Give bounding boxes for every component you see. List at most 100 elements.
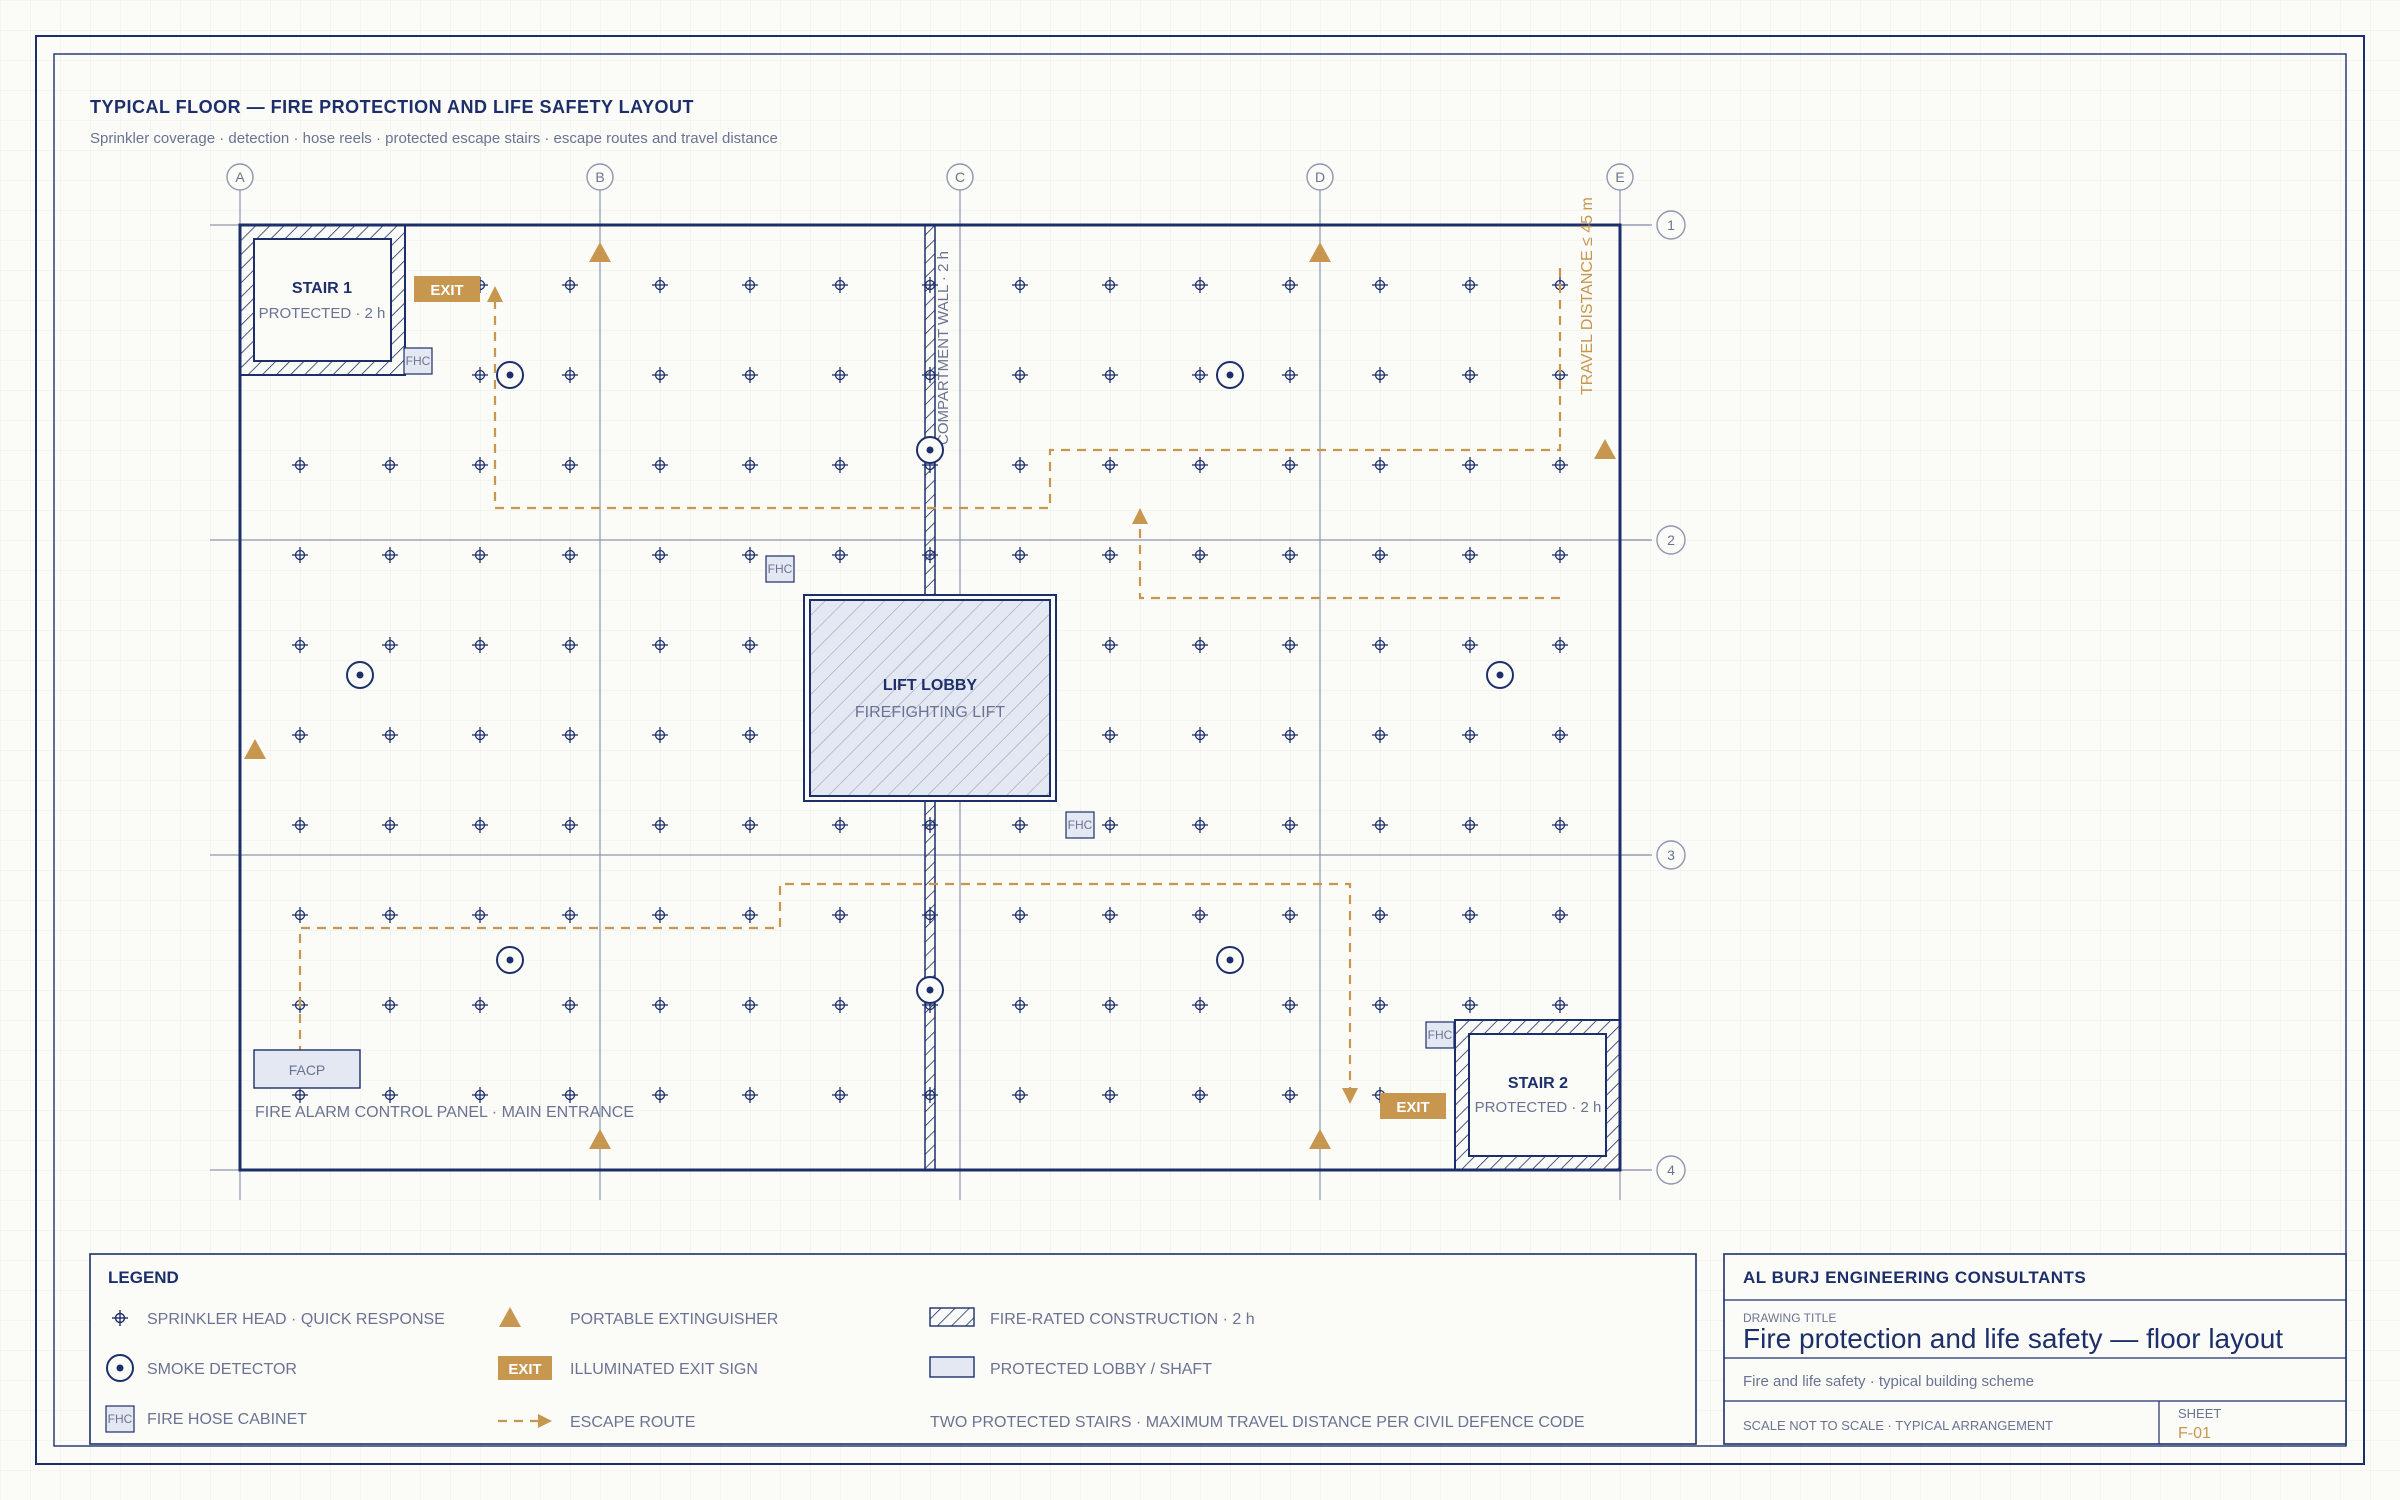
- sprinkler-head-icon: [1282, 907, 1298, 923]
- sheet-number: F-01: [2178, 1425, 2211, 1442]
- escape-routes: [298, 268, 1562, 1092]
- sprinkler-head-icon: [1102, 367, 1118, 383]
- sprinkler-head-icon: [1192, 907, 1208, 923]
- fhc-label: FHC: [1428, 1028, 1453, 1042]
- sprinkler-head-icon: [292, 907, 308, 923]
- stair-2-name: STAIR 2: [1508, 1075, 1568, 1092]
- legend-fhc-icon: FHC: [105, 1405, 135, 1433]
- sprinkler-head-icon: [382, 637, 398, 653]
- smoke-detector-icon: [496, 361, 524, 389]
- stair-1-name: STAIR 1: [292, 280, 352, 297]
- lift-lobby: [803, 594, 1057, 802]
- sprinkler-head-icon: [472, 907, 488, 923]
- sprinkler-head-icon: [382, 997, 398, 1013]
- grid-label-2: 2: [1667, 532, 1675, 548]
- sprinkler-head-icon: [742, 997, 758, 1013]
- sprinkler-head-icon: [652, 547, 668, 563]
- sprinkler-head-icon: [1282, 277, 1298, 293]
- grid-label-1: 1: [1667, 217, 1675, 233]
- legend-escape-route-icon: [498, 1414, 552, 1428]
- sprinkler-head-icon: [1192, 277, 1208, 293]
- sprinkler-head-icon: [1102, 457, 1118, 473]
- sprinkler-head-icon: [472, 727, 488, 743]
- sprinkler-head-icon: [472, 367, 488, 383]
- sprinkler-head-icon: [742, 547, 758, 563]
- legend-fhc-icon-label: FHC: [108, 1412, 133, 1426]
- sprinkler-head-icon: [652, 997, 668, 1013]
- sprinkler-head-icon: [382, 1087, 398, 1103]
- grid-label-a: A: [235, 169, 245, 185]
- sprinkler-head-icon: [1282, 1087, 1298, 1103]
- exit-sign-stair-2: EXIT: [1380, 1093, 1446, 1119]
- drawing-scale: SCALE NOT TO SCALE · TYPICAL ARRANGEMENT: [1743, 1418, 2053, 1433]
- exit-sign-label: EXIT: [1396, 1099, 1429, 1116]
- stair-1: [239, 224, 406, 376]
- sprinkler-head-icon: [1012, 277, 1028, 293]
- smoke-detector-icon: [1216, 946, 1244, 974]
- sprinkler-head-icon: [1462, 457, 1478, 473]
- legend-note: TWO PROTECTED STAIRS · MAXIMUM TRAVEL DI…: [930, 1414, 1585, 1431]
- lift-lobby-title: LIFT LOBBY: [883, 677, 978, 694]
- legend-escape-label: ESCAPE ROUTE: [570, 1414, 695, 1431]
- sprinkler-head-icon: [1462, 907, 1478, 923]
- fhc-label: FHC: [1068, 818, 1093, 832]
- escape-route-north: [493, 268, 1562, 510]
- portable-extinguishers: [244, 242, 1616, 1149]
- sprinkler-head-icon: [382, 727, 398, 743]
- extinguisher-icon: [244, 739, 266, 759]
- legend-sprinkler-icon: [112, 1310, 128, 1326]
- grid-label-c: C: [955, 169, 965, 185]
- sprinkler-head-icon: [1282, 727, 1298, 743]
- sprinkler-head-icon: [1282, 547, 1298, 563]
- compartment-wall-label: COMPARTMENT WALL · 2 h: [935, 251, 952, 445]
- sprinkler-head-icon: [742, 817, 758, 833]
- sprinkler-head-icon: [562, 1087, 578, 1103]
- extinguisher-icon: [1309, 242, 1331, 262]
- sprinkler-head-icon: [562, 367, 578, 383]
- sprinkler-head-icon: [292, 1087, 308, 1103]
- sprinkler-head-icon: [652, 367, 668, 383]
- sprinkler-head-icon: [832, 817, 848, 833]
- outer-border: [35, 35, 2365, 1465]
- fhc-label: FHC: [406, 354, 431, 368]
- sprinkler-head-icon: [1552, 547, 1568, 563]
- sprinkler-head-icon: [562, 907, 578, 923]
- sprinkler-head-icon: [652, 1087, 668, 1103]
- sprinkler-head-icon: [652, 457, 668, 473]
- sprinkler-head-icon: [922, 547, 938, 563]
- inner-border: [53, 53, 2347, 1447]
- sprinkler-head-icon: [832, 997, 848, 1013]
- sprinkler-head-icon: [1192, 457, 1208, 473]
- sprinkler-head-icon: [292, 637, 308, 653]
- sprinkler-head-icon: [562, 457, 578, 473]
- fire-hose-cabinet: FHC: [1425, 1021, 1455, 1049]
- fire-hose-cabinet: FHC: [403, 347, 433, 375]
- sprinkler-head-icon: [1372, 367, 1388, 383]
- sprinkler-head-icon: [1462, 997, 1478, 1013]
- sprinkler-head-icon: [652, 907, 668, 923]
- sheet-label: SHEET: [2178, 1406, 2221, 1421]
- sprinkler-head-icon: [562, 817, 578, 833]
- sprinkler-head-icon: [1102, 817, 1118, 833]
- sprinkler-head-icon: [1102, 727, 1118, 743]
- sprinkler-head-icon: [382, 547, 398, 563]
- sprinkler-head-icon: [562, 727, 578, 743]
- sprinkler-head-icon: [652, 637, 668, 653]
- sprinkler-head-icon: [1192, 1087, 1208, 1103]
- sprinkler-head-icon: [1192, 997, 1208, 1013]
- fire-hose-cabinet: FHC: [1065, 811, 1095, 839]
- sprinkler-head-icon: [742, 727, 758, 743]
- sprinkler-head-icon: [1102, 547, 1118, 563]
- sprinkler-head-icon: [292, 547, 308, 563]
- drawing-description: Fire and life safety · typical building …: [1743, 1373, 2034, 1390]
- sprinkler-head-icon: [1282, 457, 1298, 473]
- sprinkler-head-icon: [1012, 907, 1028, 923]
- stair-1-rating: PROTECTED · 2 h: [259, 305, 386, 322]
- sprinkler-head-icon: [292, 727, 308, 743]
- legend-fire-rated-label: FIRE-RATED CONSTRUCTION · 2 h: [990, 1311, 1255, 1328]
- grid-label-4: 4: [1667, 1162, 1675, 1178]
- sprinkler-head-icon: [1102, 907, 1118, 923]
- sprinkler-head-icon: [832, 907, 848, 923]
- drawing-heading: TYPICAL FLOOR — FIRE PROTECTION AND LIFE…: [90, 97, 694, 117]
